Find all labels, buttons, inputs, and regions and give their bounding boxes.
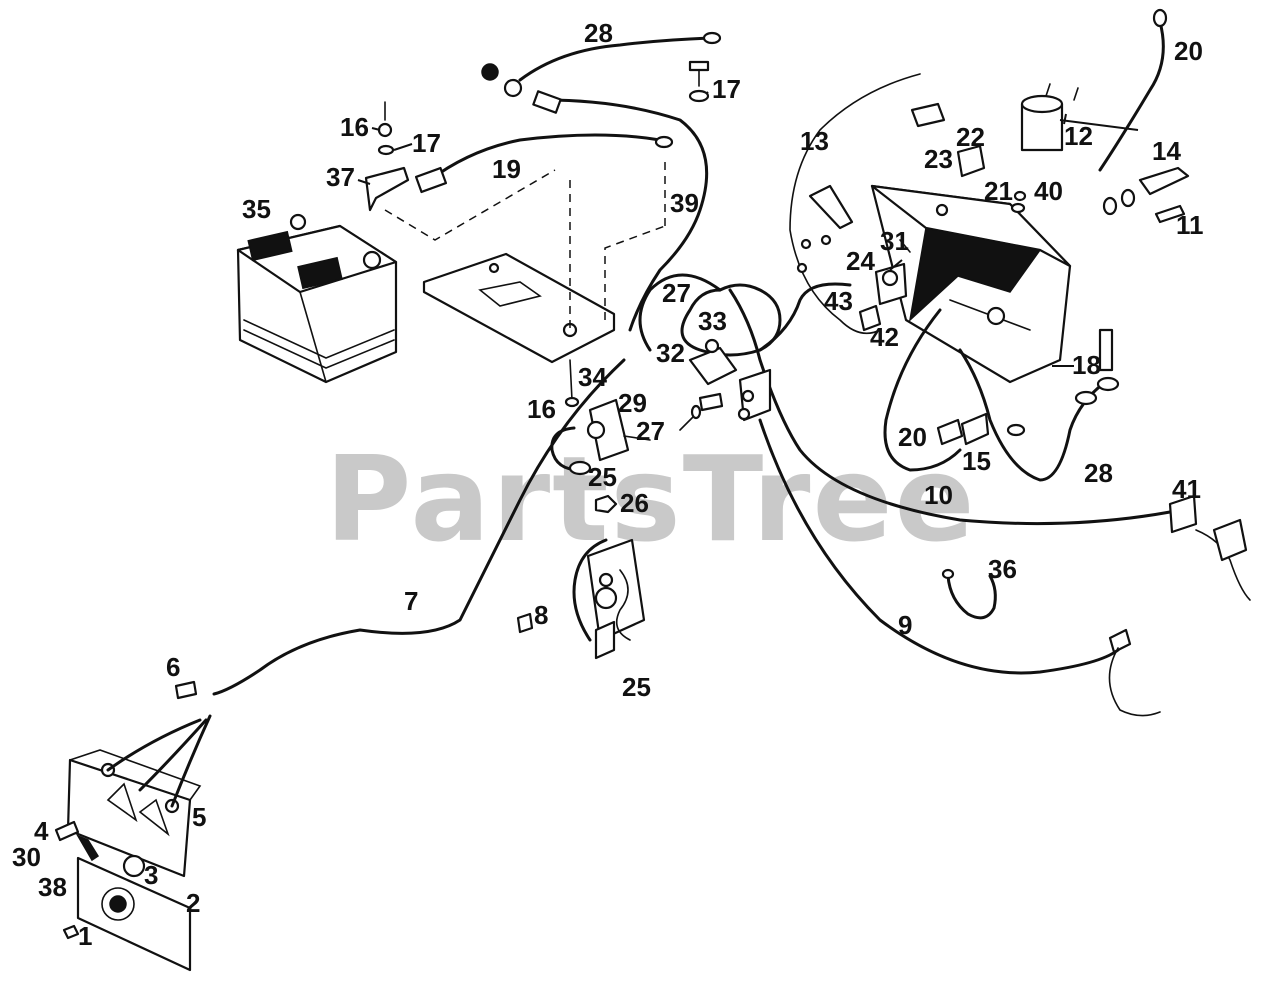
label-16-top: 16 — [340, 112, 369, 142]
label-2: 2 — [186, 888, 200, 918]
label-4: 4 — [34, 816, 49, 846]
bracket-37 — [364, 166, 410, 212]
label-19: 19 — [492, 154, 521, 184]
terminal-block-25 — [586, 538, 646, 642]
label-36: 36 — [988, 554, 1017, 584]
nut-26 — [594, 494, 618, 514]
label-27-top: 27 — [662, 278, 691, 308]
label-31: 31 — [880, 226, 909, 256]
label-20-top: 20 — [1174, 36, 1203, 66]
label-6: 6 — [166, 652, 180, 682]
label-15: 15 — [962, 446, 991, 476]
alignment-lines — [384, 160, 666, 330]
cable-20-top — [1098, 20, 1165, 172]
connector-15 — [960, 412, 990, 446]
label-29: 29 — [618, 388, 647, 418]
bolt-34 — [569, 359, 573, 401]
label-13: 13 — [800, 126, 829, 156]
label-17-left: 17 — [412, 128, 441, 158]
label-27-mid: 27 — [636, 416, 665, 446]
label-42: 42 — [870, 322, 899, 352]
solenoid-32 — [688, 346, 738, 386]
cable-19 — [428, 133, 662, 182]
label-25-mid: 25 — [588, 462, 617, 492]
label-26: 26 — [620, 488, 649, 518]
label-18: 18 — [1072, 350, 1101, 380]
label-39: 39 — [670, 188, 699, 218]
switch-14 — [1138, 166, 1190, 196]
battery — [236, 213, 398, 384]
label-33: 33 — [698, 306, 727, 336]
wire-36 — [946, 574, 997, 620]
screw-30 — [76, 834, 100, 862]
label-8: 8 — [534, 600, 548, 630]
leader-lines — [357, 91, 1139, 367]
label-41: 41 — [1172, 474, 1201, 504]
label-30: 30 — [12, 842, 41, 872]
light-housing-5 — [66, 749, 202, 878]
cable-28-bottom — [958, 348, 1110, 482]
connector-41 — [1168, 494, 1198, 534]
bolt-17 — [688, 60, 710, 72]
panel-outline-13 — [789, 73, 921, 335]
cable-39 — [543, 98, 709, 332]
part-labels: 1 2 3 4 5 6 7 8 9 10 11 12 13 14 15 16 1… — [12, 18, 1204, 951]
screw-4 — [54, 820, 80, 842]
dash-panel — [870, 184, 1072, 384]
label-7: 7 — [404, 586, 418, 616]
label-21: 21 — [984, 176, 1013, 206]
label-28-top: 28 — [584, 18, 613, 48]
bulb-3 — [122, 854, 146, 878]
label-1: 1 — [78, 921, 92, 951]
label-24: 24 — [846, 246, 875, 276]
label-40: 40 — [1034, 176, 1063, 206]
label-34: 34 — [578, 362, 607, 392]
label-5: 5 — [192, 802, 206, 832]
screw-1 — [62, 924, 80, 940]
label-43: 43 — [824, 286, 853, 316]
label-16-mid: 16 — [527, 394, 556, 424]
cable-7 — [212, 358, 626, 696]
cable-20-bottom — [883, 308, 962, 472]
fuse-11 — [1154, 204, 1186, 224]
clip-8 — [516, 612, 534, 634]
label-9: 9 — [898, 610, 912, 640]
label-28-bottom: 28 — [1084, 458, 1113, 488]
plug-6 — [174, 680, 198, 700]
label-38: 38 — [38, 872, 67, 902]
label-37: 37 — [326, 162, 355, 192]
label-25-bottom: 25 — [622, 672, 651, 702]
label-35: 35 — [242, 194, 271, 224]
label-11: 11 — [1176, 210, 1204, 240]
label-10: 10 — [924, 480, 953, 510]
label-3: 3 — [144, 860, 158, 890]
battery-tray — [422, 252, 616, 364]
label-32: 32 — [656, 338, 685, 368]
cable-9 — [758, 418, 1120, 675]
label-17-right: 17 — [712, 74, 741, 104]
label-20-bottom: 20 — [898, 422, 927, 452]
light-wires — [106, 714, 212, 808]
harness-10 — [728, 288, 1172, 526]
label-14: 14 — [1152, 136, 1181, 166]
lens-2 — [76, 856, 192, 972]
cable-28-top — [518, 36, 712, 82]
light-23 — [910, 102, 946, 128]
watermark: PartsTree — [325, 430, 977, 568]
terminal-block-29 — [588, 398, 630, 462]
label-23: 23 — [924, 144, 953, 174]
label-12: 12 — [1064, 121, 1093, 151]
label-22: 22 — [956, 122, 985, 152]
